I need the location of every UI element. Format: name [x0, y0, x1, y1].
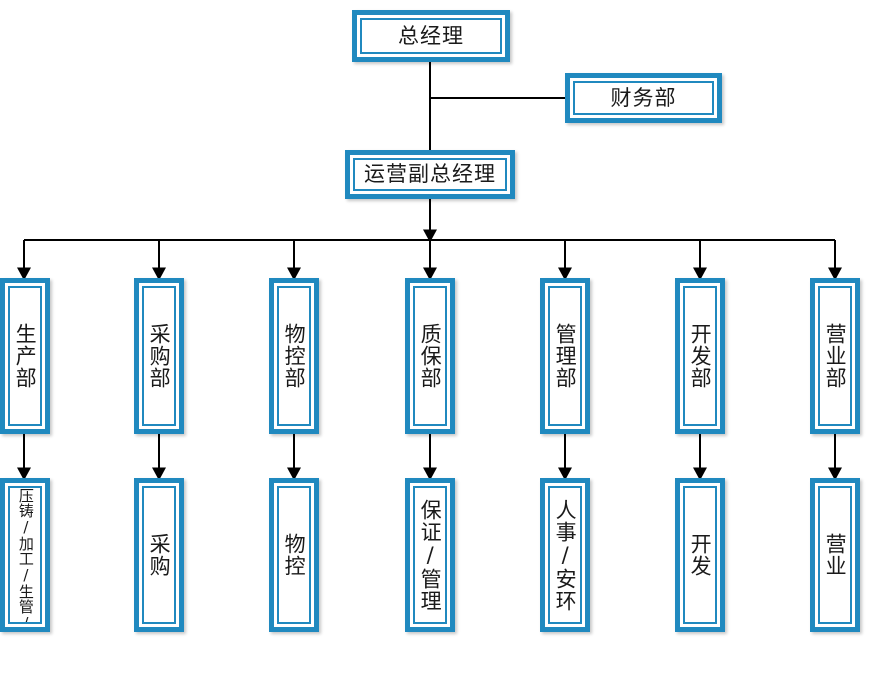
node-department-production[interactable]: 生产部 [0, 278, 50, 434]
node-label: 保证/管理 [418, 498, 443, 612]
node-label: 营业 [823, 533, 848, 577]
node-subunit-administration[interactable]: 人事/安环 [540, 478, 590, 632]
node-department-development[interactable]: 开发部 [675, 278, 725, 434]
node-department-quality-assurance[interactable]: 质保部 [405, 278, 455, 434]
node-label: 营业部 [823, 323, 848, 389]
node-subunit-sales[interactable]: 营业 [810, 478, 860, 632]
node-frame-inner: 保证/管理 [413, 486, 447, 624]
node-frame-inner: 开发部 [683, 286, 717, 426]
node-label: 物控部 [282, 323, 307, 389]
node-label: 财务部 [610, 85, 677, 110]
node-subunit-development[interactable]: 开发 [675, 478, 725, 632]
node-label: 总经理 [398, 23, 464, 48]
node-frame-inner: 采购 [142, 486, 176, 624]
node-frame-inner: 营业部 [818, 286, 852, 426]
node-frame-inner: 管理部 [548, 286, 582, 426]
node-finance-department[interactable]: 财务部 [565, 73, 722, 123]
node-subunit-material-control[interactable]: 物控 [269, 478, 319, 632]
node-label: 采购部 [147, 323, 172, 389]
node-vice-general-manager[interactable]: 运营副总经理 [345, 150, 515, 199]
node-frame-inner: 开发 [683, 486, 717, 624]
node-label: 开发 [688, 533, 713, 577]
node-label: 物控 [282, 533, 307, 577]
node-subunit-quality-assurance[interactable]: 保证/管理 [405, 478, 455, 632]
node-label: 压铸/加工/生管/清整 [16, 488, 35, 624]
node-label: 运营副总经理 [364, 162, 496, 186]
node-frame-inner: 总经理 [360, 18, 502, 54]
node-department-material-control[interactable]: 物控部 [269, 278, 319, 434]
node-frame-inner: 压铸/加工/生管/清整 [8, 486, 42, 624]
node-frame-inner: 营业 [818, 486, 852, 624]
node-label: 开发部 [688, 323, 713, 389]
node-general-manager[interactable]: 总经理 [352, 10, 510, 62]
node-department-purchasing[interactable]: 采购部 [134, 278, 184, 434]
node-frame-inner: 采购部 [142, 286, 176, 426]
node-frame-inner: 物控 [277, 486, 311, 624]
node-department-administration[interactable]: 管理部 [540, 278, 590, 434]
node-label: 生产部 [13, 323, 38, 389]
node-frame-inner: 财务部 [573, 81, 714, 115]
node-department-sales[interactable]: 营业部 [810, 278, 860, 434]
node-label: 采购 [147, 533, 172, 577]
node-subunit-purchasing[interactable]: 采购 [134, 478, 184, 632]
node-label: 质保部 [418, 323, 443, 389]
node-label: 人事/安环 [553, 498, 578, 612]
node-frame-inner: 生产部 [8, 286, 42, 426]
node-frame-inner: 质保部 [413, 286, 447, 426]
node-subunit-production[interactable]: 压铸/加工/生管/清整 [0, 478, 50, 632]
node-frame-inner: 人事/安环 [548, 486, 582, 624]
node-label: 管理部 [553, 323, 578, 389]
node-frame-inner: 物控部 [277, 286, 311, 426]
node-frame-inner: 运营副总经理 [353, 158, 507, 191]
